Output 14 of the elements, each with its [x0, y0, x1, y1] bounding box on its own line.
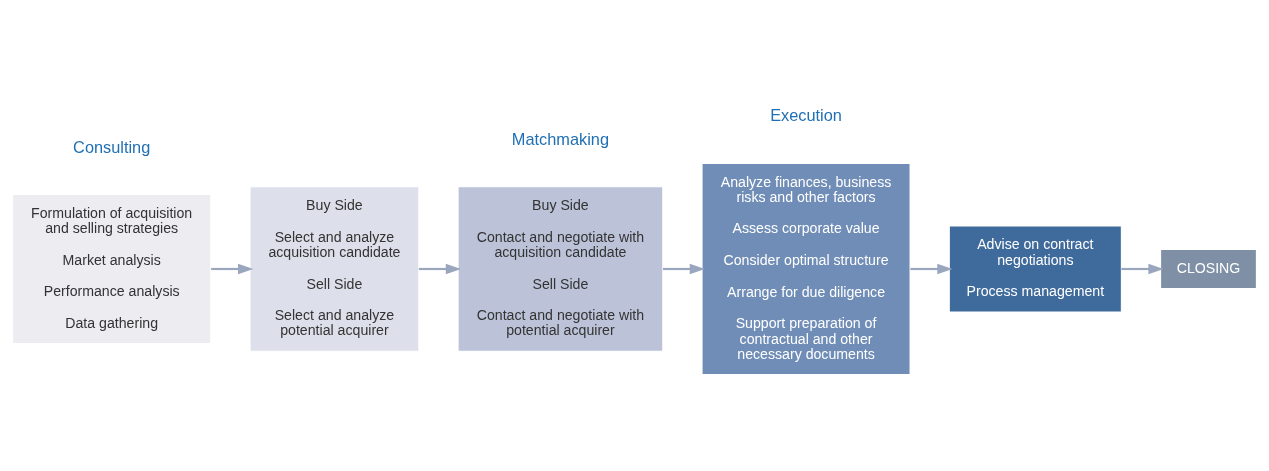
arrow	[1121, 263, 1164, 275]
label: Consulting	[73, 137, 151, 156]
arrow	[910, 263, 953, 275]
label: Execution	[770, 106, 842, 125]
arrow	[663, 263, 705, 275]
node-box: Buy Side Contact and negotiate with acquisition candidate Sell Side Contact and negotiate with potential acquirer	[457, 186, 664, 352]
arrow	[418, 263, 462, 275]
node-box: Analyze finances, business risks and other factors Assess corporate value Consider optimal structure Arrange for due diligence Support preparation of contractual and other necessary documents	[701, 162, 911, 376]
label: Matchmaking	[511, 130, 609, 149]
node-box: Advise on contract negotiations Process management	[948, 225, 1122, 313]
node-box: Formulation of acquisition and selling strategies Market analysis Performance analysis Data gathering	[12, 193, 212, 345]
arrow	[211, 263, 254, 275]
node-box: Buy Side Select and analyze acquisition candidate Sell Side Select and analyze potential acquirer	[249, 186, 420, 352]
node-box: CLOSING	[1160, 248, 1257, 290]
